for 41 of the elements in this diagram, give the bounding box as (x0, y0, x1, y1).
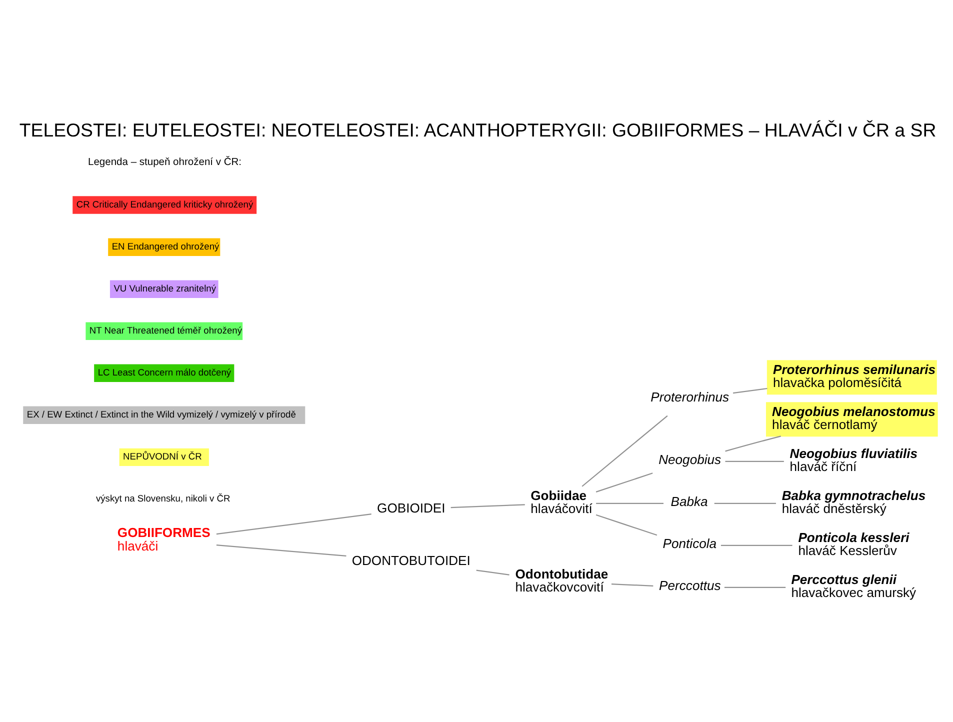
node-box: Proterorhinus semilunaris hlavačka poloměsíčitá (766, 360, 937, 395)
legend-label: VU Vulnerable zranitelný (114, 283, 216, 294)
node-text: Perccottus glenii hlavačkovec amurský (791, 572, 916, 600)
connector (714, 502, 776, 504)
node-text: Neogobius (658, 452, 722, 467)
connector (450, 504, 525, 508)
legend-label: LC Least Concern málo dotčený (98, 367, 232, 378)
connector (596, 502, 664, 504)
node-text: Neogobius fluviatilis hlaváč říční (790, 446, 918, 474)
label: Legenda – stupeň ohrožení v ČR: (88, 157, 242, 168)
connector (725, 460, 784, 462)
node-box: Neogobius melanostomus hlaváč černotlamý (766, 402, 938, 437)
node-text: Odontobutidae hlavačkovcovití (515, 566, 608, 594)
node-text: Ponticola (662, 536, 717, 551)
connector (725, 436, 781, 452)
diagram-title: TELEOSTEI: EUTELEOSTEI: NEOTELEOSTEI: ACANTHOPTERYGII: GOBIIFORMES – HLAVÁČI v ČR a SR (19, 119, 936, 140)
legend-label: NT Near Threatened téměř ohrožený (89, 325, 242, 336)
connector (596, 514, 658, 536)
legend-label: CR Critically Endangered kriticky ohrožený (76, 199, 254, 210)
connector (582, 415, 668, 487)
node-text: GOBIOIDEI (377, 500, 446, 516)
connector (216, 544, 346, 556)
connector (724, 586, 786, 588)
node-text: Ponticola kessleri hlaváč Kesslerův (798, 530, 910, 558)
node-text: Proterorhinus (650, 389, 730, 404)
connector (732, 388, 768, 394)
node-text: GOBIIFORMES hlaváči (117, 525, 210, 554)
legend-label: výskyt na Slovensku, nikoli v ČR (96, 494, 230, 504)
legend-label: EN Endangered ohrožený (112, 241, 220, 252)
legend-label: EX / EW Extinct / Extinct in the Wild vymizelý / vymizelý v přírodě (26, 409, 296, 420)
node-text: Babka gymnotrachelus hlaváč dněstěrský (782, 488, 926, 516)
legend-label: NEPŮVODNÍ v ČR (123, 452, 202, 462)
connector (476, 570, 510, 576)
connector (720, 544, 792, 546)
connector (216, 513, 372, 535)
node-text: Perccottus (659, 578, 721, 593)
connector (611, 584, 654, 586)
connector (596, 472, 653, 492)
node-text: ODONTOBUTOIDEI (352, 552, 470, 568)
node-text: Gobiidae hlaváčovití (530, 488, 592, 516)
node-text: Babka (670, 494, 708, 509)
